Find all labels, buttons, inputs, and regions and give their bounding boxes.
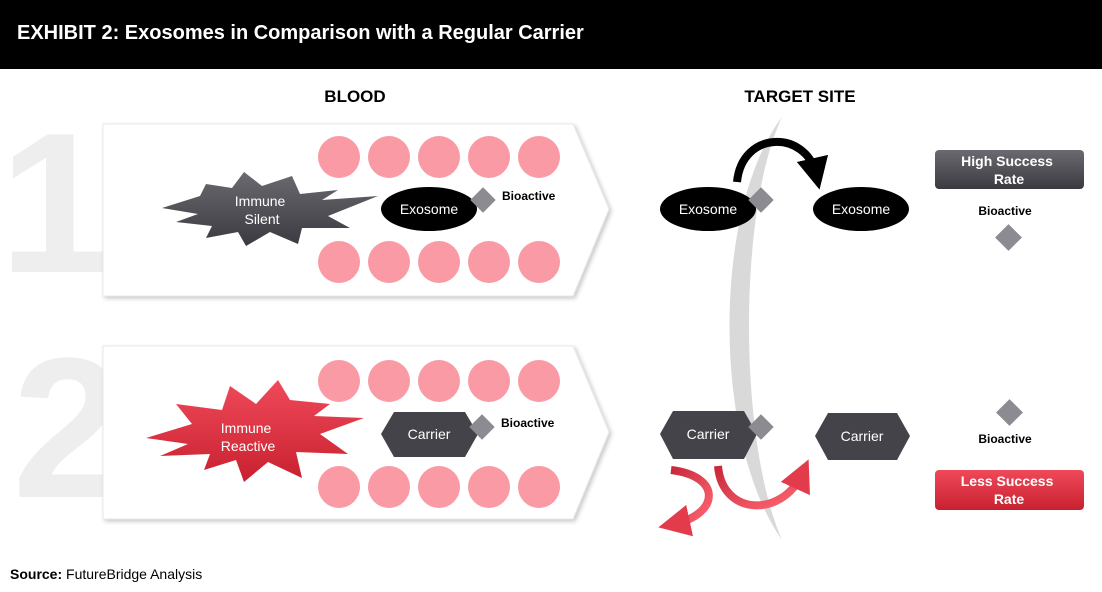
uptake-arrow-icon bbox=[733, 137, 829, 190]
carrier-blood-label: Carrier bbox=[408, 426, 451, 442]
column-header-blood: BLOOD bbox=[324, 87, 385, 106]
blood-cell bbox=[368, 136, 410, 178]
blood-cells-row2-bottom bbox=[318, 466, 560, 508]
bioactive-label-blood-1: Bioactive bbox=[502, 189, 556, 203]
source-label: Source: bbox=[10, 566, 63, 582]
bioactive-diamond-target-1b bbox=[995, 224, 1022, 251]
blood-cell bbox=[468, 360, 510, 402]
blood-cell bbox=[318, 241, 360, 283]
exosome-target-right-label: Exosome bbox=[832, 201, 891, 217]
carrier-target-left-label: Carrier bbox=[687, 426, 730, 442]
bioactive-diamond-target-2a bbox=[748, 414, 774, 440]
blood-cell bbox=[368, 360, 410, 402]
blood-cell bbox=[518, 241, 560, 283]
result-badge-less-success bbox=[935, 470, 1084, 510]
blood-cell bbox=[468, 136, 510, 178]
blood-cell bbox=[418, 241, 460, 283]
blood-cell bbox=[518, 360, 560, 402]
blood-cells-row1-bottom bbox=[318, 241, 560, 283]
exosome-blood bbox=[381, 187, 477, 231]
blood-cell bbox=[518, 136, 560, 178]
rejection-arrow-right-icon bbox=[714, 459, 810, 510]
immune-reactive-label: Immune Reactive bbox=[221, 420, 276, 454]
exosome-target-right bbox=[813, 187, 909, 231]
blood-cell bbox=[318, 136, 360, 178]
bioactive-diamond-target-2b bbox=[996, 399, 1023, 426]
blood-cell bbox=[368, 466, 410, 508]
immune-reactive-burst bbox=[146, 380, 364, 482]
blood-cell bbox=[468, 241, 510, 283]
exosome-target-left-label: Exosome bbox=[679, 201, 738, 217]
blood-cell bbox=[368, 241, 410, 283]
blood-cell bbox=[418, 136, 460, 178]
exosome-blood-label: Exosome bbox=[400, 201, 459, 217]
carrier-target-right-label: Carrier bbox=[841, 428, 884, 444]
carrier-blood bbox=[381, 412, 478, 457]
carrier-target-right bbox=[815, 413, 910, 460]
source-note: Source: FutureBridge Analysis bbox=[10, 566, 202, 582]
result-badge-high-success bbox=[935, 150, 1084, 189]
result-badge-less-success-label: Less Success Rate bbox=[961, 473, 1058, 507]
exosome-target-left bbox=[660, 187, 756, 231]
blood-cell bbox=[468, 466, 510, 508]
bioactive-diamond-blood-2 bbox=[469, 414, 495, 440]
bioactive-label-blood-2: Bioactive bbox=[501, 416, 555, 430]
blood-cells-row1-top bbox=[318, 136, 560, 178]
immune-silent-label: Immune Silent bbox=[235, 193, 289, 227]
immune-silent-burst bbox=[162, 172, 378, 246]
header-bar: EXHIBIT 2: Exosomes in Comparison with a… bbox=[0, 0, 1102, 69]
bioactive-label-target-1: Bioactive bbox=[978, 204, 1032, 218]
blood-cells-row2-top bbox=[318, 360, 560, 402]
blood-cell bbox=[318, 466, 360, 508]
blood-cell bbox=[518, 466, 560, 508]
carrier-target-left bbox=[660, 411, 757, 459]
source-text: FutureBridge Analysis bbox=[66, 566, 203, 582]
result-badge-high-success-label: High Success Rate bbox=[961, 153, 1057, 187]
bioactive-diamond-blood-1 bbox=[470, 187, 496, 213]
bioactive-diamond-target-1a bbox=[748, 187, 774, 213]
blood-cell bbox=[418, 466, 460, 508]
column-header-target-site: TARGET SITE bbox=[744, 87, 855, 106]
bioactive-label-target-2: Bioactive bbox=[978, 432, 1032, 446]
blood-cell bbox=[418, 360, 460, 402]
row-number-1: 1 bbox=[0, 92, 111, 315]
blood-cell bbox=[318, 360, 360, 402]
rejection-arrow-left-icon bbox=[658, 466, 713, 537]
page-title: EXHIBIT 2: Exosomes in Comparison with a… bbox=[17, 22, 584, 44]
